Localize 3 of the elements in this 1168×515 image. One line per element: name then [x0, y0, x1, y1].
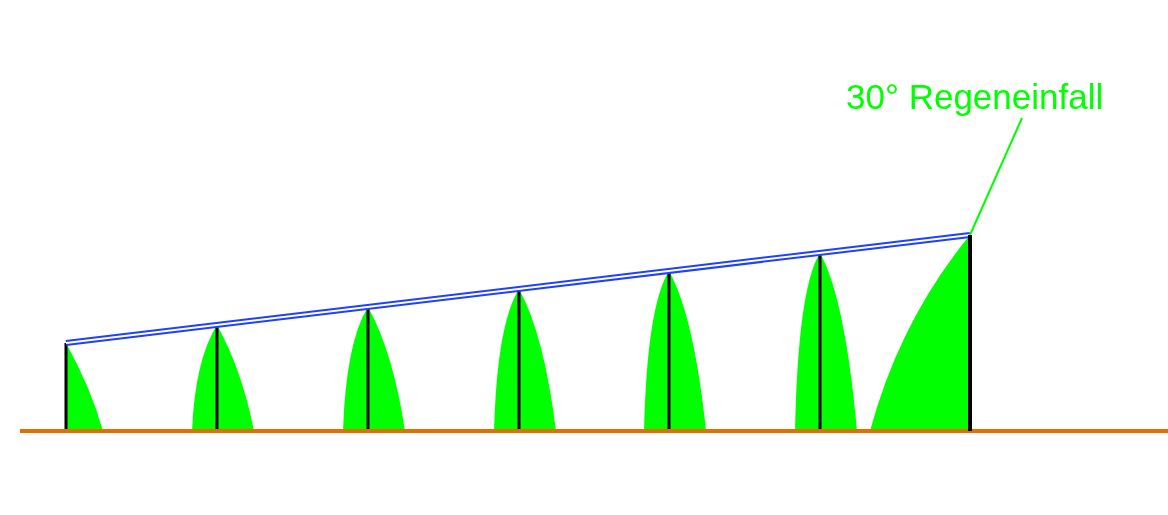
callout-label: 30° Regeneinfall — [846, 76, 1136, 118]
post — [968, 235, 972, 431]
leader-line — [969, 117, 1023, 236]
